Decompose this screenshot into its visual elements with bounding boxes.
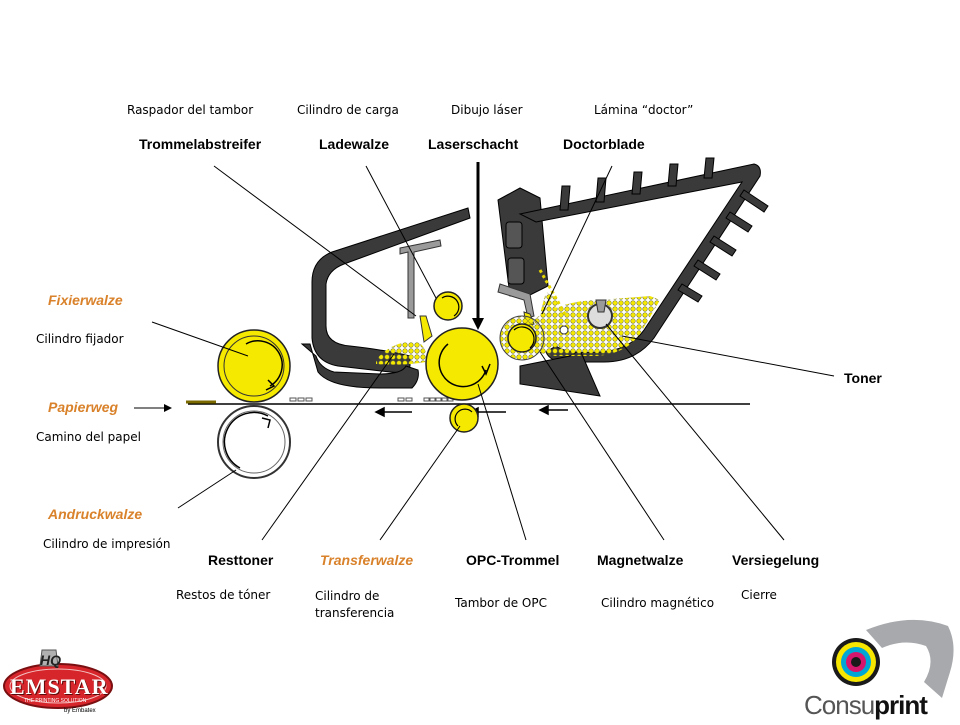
toner-agitator <box>587 299 613 329</box>
scraper-blade <box>419 315 433 343</box>
seal-block <box>519 349 601 397</box>
label-es-cilindro-fijador: Cilindro fijador <box>36 332 124 346</box>
consuprint-logo-graphic <box>832 619 954 698</box>
label-es-cierre: Cierre <box>741 588 777 602</box>
label-es-dibujo-laser: Dibujo láser <box>451 103 523 117</box>
label-de-ladewalze: Ladewalze <box>319 136 390 152</box>
seal-pin <box>559 325 569 335</box>
label-de-resttoner: Resttoner <box>208 552 274 568</box>
leader-lines <box>134 165 835 541</box>
label-es-restos-toner: Restos de tóner <box>176 588 271 602</box>
transfer-roller <box>449 403 479 433</box>
consuprint-text: Consuprint <box>804 690 928 721</box>
consuprint-consu: Consu <box>804 690 875 720</box>
pressure-roller <box>217 405 291 479</box>
label-es-lamina-doctor: Lámina “doctor” <box>594 103 694 117</box>
magnetic-roller <box>499 315 545 361</box>
opc-drum <box>425 327 499 401</box>
label-es-raspador: Raspador del tambor <box>127 103 254 117</box>
label-de-transferwalze: Transferwalze <box>320 552 414 568</box>
emstar-logo-graphic <box>3 649 113 709</box>
label-de-trommelabstreifer: Trommelabstreifer <box>139 136 262 152</box>
left-housing-lower <box>300 343 419 389</box>
label-es-tambor-opc: Tambor de OPC <box>455 596 547 610</box>
label-es-cilindro-transferencia: Cilindro de transferencia <box>315 589 395 620</box>
waste-toner <box>376 341 427 365</box>
label-es-cilindro-impresion: Cilindro de impresión <box>43 537 171 551</box>
emstar-title: EMSTAR <box>10 674 109 699</box>
label-de-toner: Toner <box>844 370 882 386</box>
emstar-by: by Embatex <box>64 708 96 714</box>
consuprint-logo: Consuprint <box>800 612 960 720</box>
label-de-doctorblade: Doctorblade <box>563 136 645 152</box>
consuprint-print: print <box>874 690 928 720</box>
label-de-laserschacht: Laserschacht <box>428 136 519 152</box>
drum-scraper <box>399 239 442 319</box>
label-es-cilindro-carga: Cilindro de carga <box>297 103 399 117</box>
emstar-hq: HQ <box>40 652 61 668</box>
label-de-andruckwalze: Andruckwalze <box>48 506 143 522</box>
charge-roller <box>433 291 463 321</box>
emstar-logo: HQ EMSTAR THE PRINTING SOLUTION by Embat… <box>2 640 114 720</box>
label-de-opc-trommel: OPC-Trommel <box>466 552 560 568</box>
label-de-versiegelung: Versiegelung <box>732 552 820 568</box>
emstar-tagline: THE PRINTING SOLUTION <box>24 698 87 704</box>
label-de-fixierwalze: Fixierwalze <box>48 292 123 308</box>
label-de-papierweg: Papierweg <box>48 399 119 415</box>
label-es-cilindro-magnetico: Cilindro magnético <box>601 596 715 610</box>
label-de-magnetwalze: Magnetwalze <box>597 552 684 568</box>
fuser-roller <box>217 329 291 403</box>
label-es-camino-papel: Camino del papel <box>36 430 141 444</box>
